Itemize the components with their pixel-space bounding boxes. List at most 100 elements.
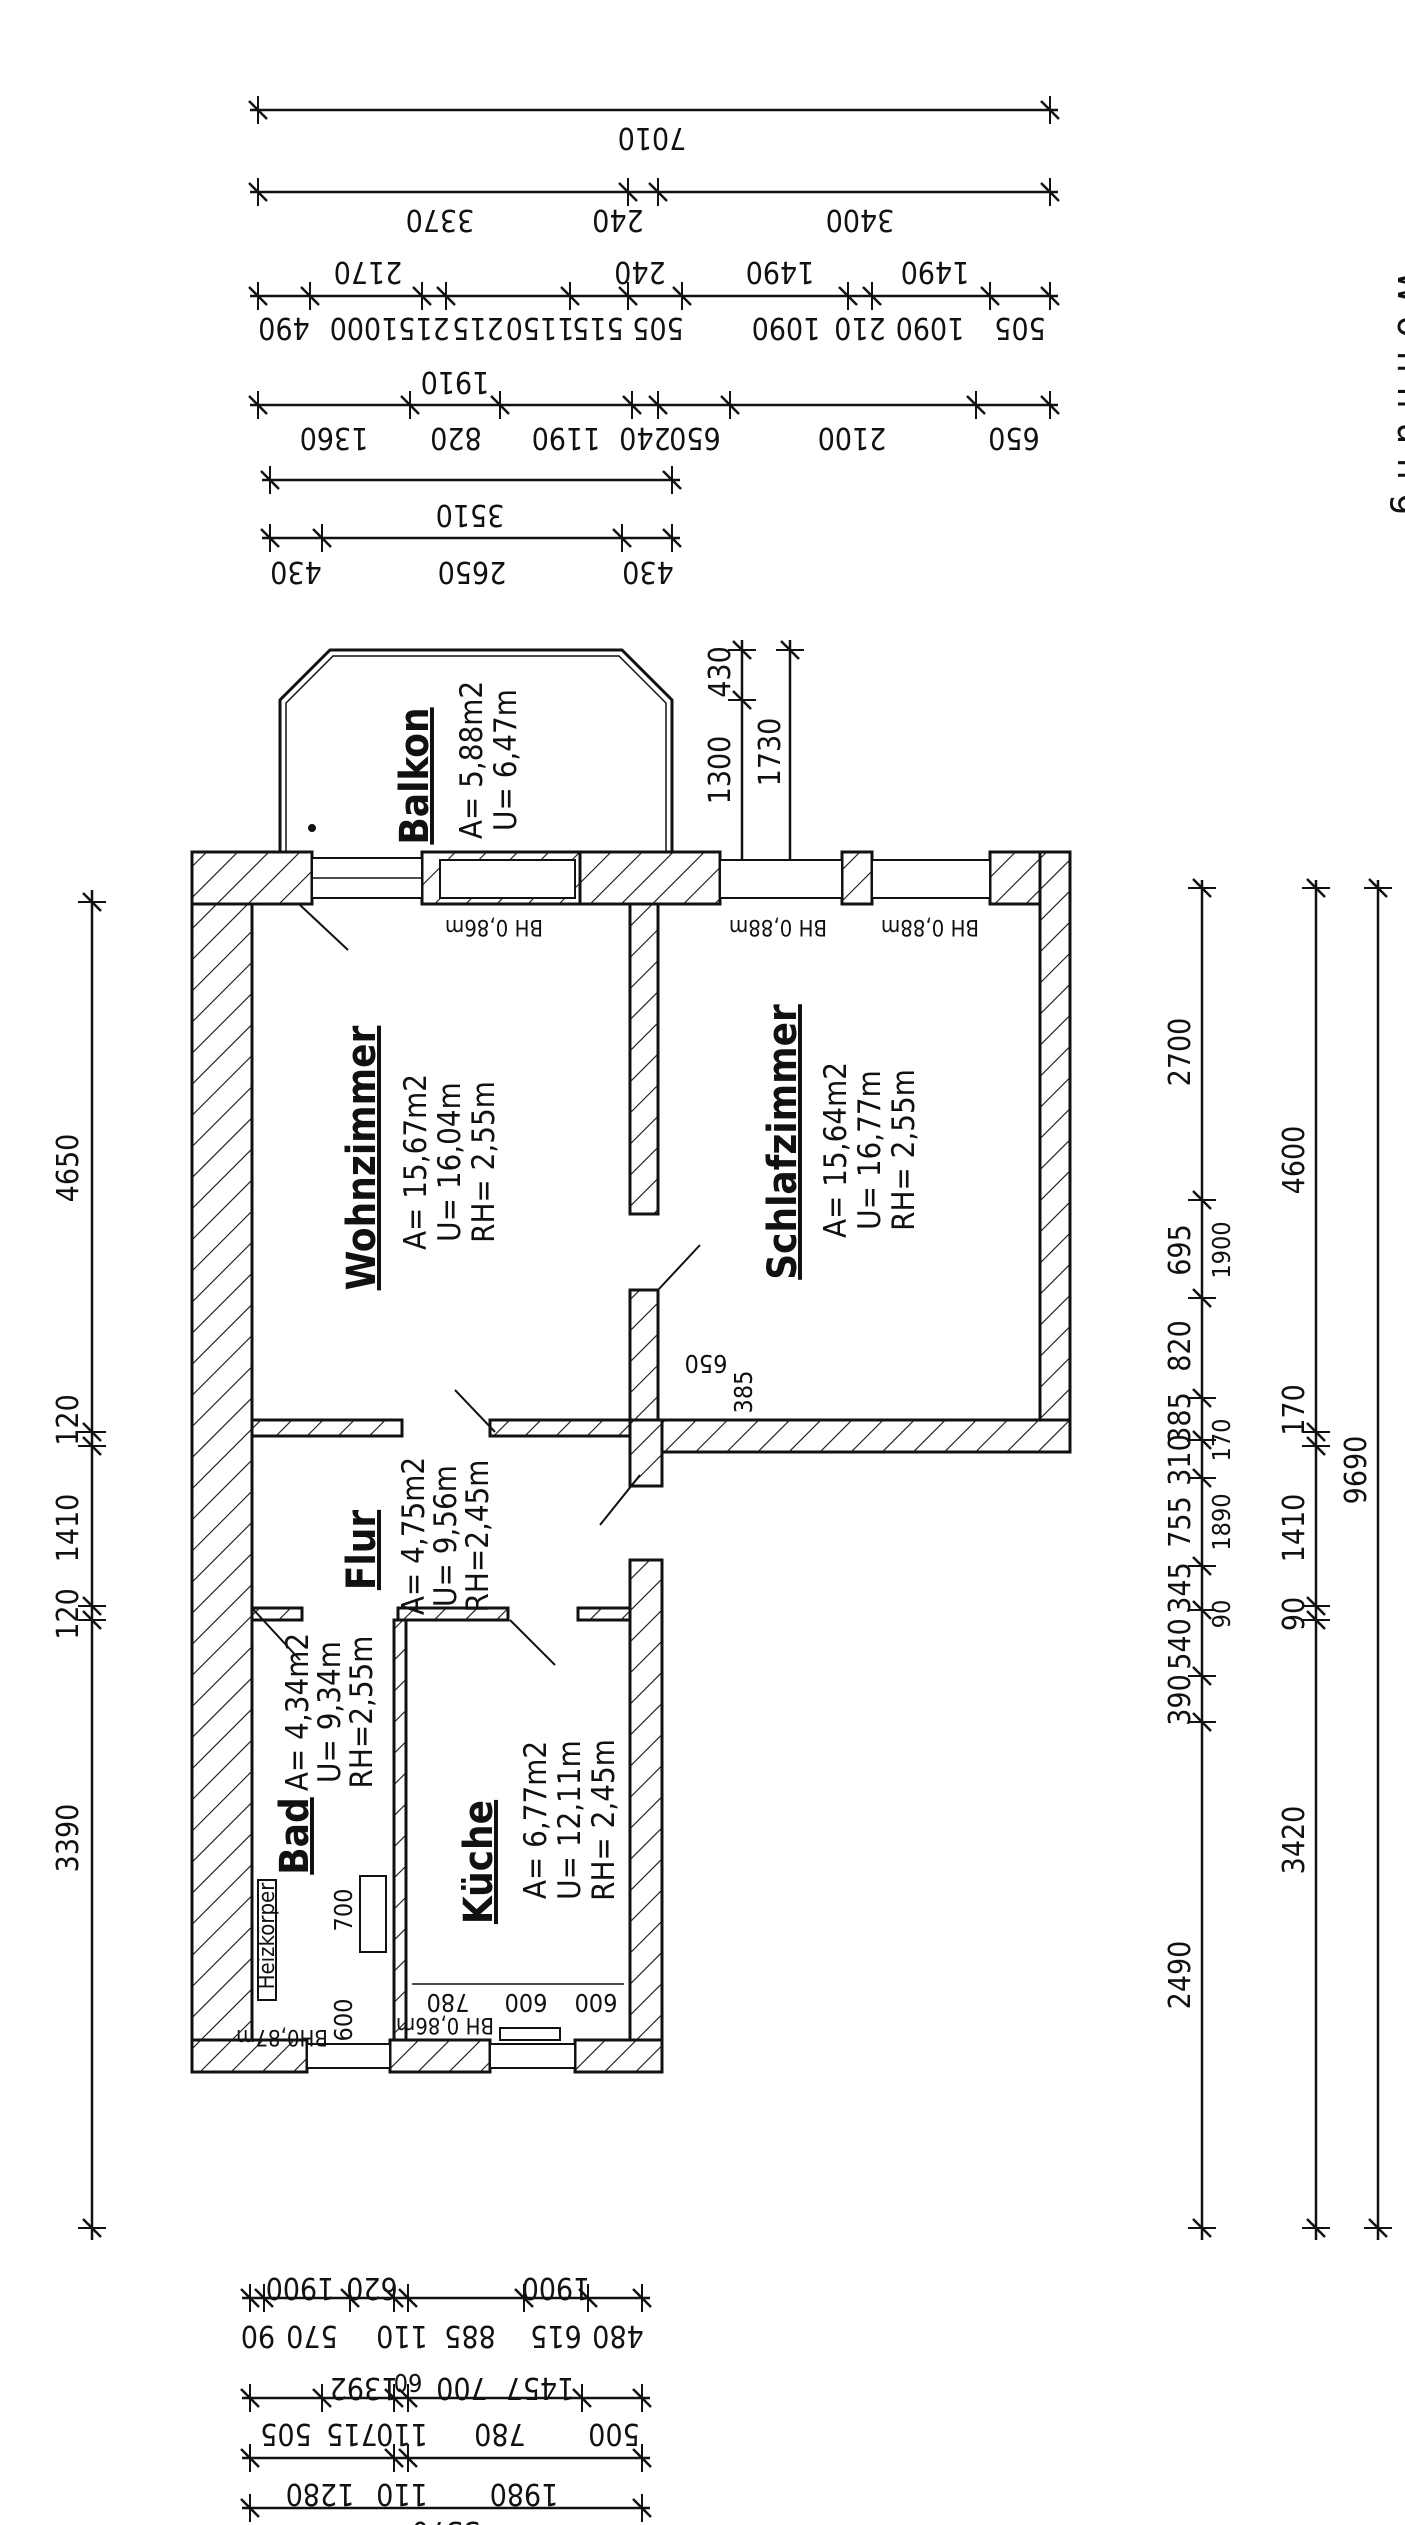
dim-top-1150: 1150 bbox=[506, 310, 575, 345]
bh-schlafzimmer-1: BH 0,88m bbox=[729, 914, 827, 939]
edge-text: Wohnung bbox=[1389, 271, 1405, 530]
dim-right-4600: 4600 bbox=[1277, 1126, 1312, 1195]
kueche-height: RH= 2,45m bbox=[586, 1739, 622, 1901]
dim-right-385: 385 bbox=[1163, 1392, 1198, 1444]
dim-balkon-1730: 1730 bbox=[753, 718, 788, 787]
dim-left-120b: 120 bbox=[51, 1588, 86, 1640]
dim-bot-1392: 1392 bbox=[330, 2370, 399, 2405]
kueche-dim-600a: 600 bbox=[505, 1988, 548, 2017]
dim-top-430a: 430 bbox=[270, 554, 322, 589]
schlafzimmer-perimeter: U= 16,77m bbox=[852, 1070, 888, 1230]
dim-bot-1900a: 1900 bbox=[266, 2270, 335, 2305]
wohnzimmer-perimeter: U= 16,04m bbox=[432, 1082, 468, 1242]
dim-right-310: 310 bbox=[1163, 1434, 1198, 1486]
dim-right-3420: 3420 bbox=[1277, 1806, 1312, 1875]
dim-top-215b: 215 bbox=[452, 310, 504, 345]
dim-right-345: 345 bbox=[1163, 1562, 1198, 1614]
dim-bot-1457: 1457 bbox=[506, 2370, 575, 2405]
schlafzimmer-height: RH= 2,55m bbox=[886, 1069, 922, 1231]
left-dimensions: 4650 120 1410 120 3390 bbox=[51, 890, 108, 2240]
dim-left-4650: 4650 bbox=[51, 1134, 86, 1203]
bottom-dimensions: 90 570 110 885 615 480 1900 620 1900 505… bbox=[239, 2270, 653, 2525]
dim-top-240c: 240 bbox=[619, 420, 671, 455]
flur-name: Flur bbox=[339, 1510, 385, 1591]
dim-top-430b: 430 bbox=[622, 554, 674, 589]
balkon-area: A= 5,88m2 bbox=[454, 681, 490, 839]
dim-top-820: 820 bbox=[430, 420, 482, 455]
dim-right-540: 540 bbox=[1163, 1618, 1198, 1670]
bad-area: A= 4,34m2 bbox=[280, 1633, 316, 1791]
kueche-dim-600b: 600 bbox=[575, 1988, 618, 2017]
dim-bot-615: 615 bbox=[530, 2318, 582, 2353]
wohnzimmer-area: A= 15,67m2 bbox=[398, 1074, 434, 1250]
balkon-perimeter: U= 6,47m bbox=[488, 689, 524, 831]
dim-top-2650: 2650 bbox=[438, 554, 507, 589]
kueche-name: Küche bbox=[456, 1800, 502, 1924]
dim-right-1890: 1890 bbox=[1207, 1493, 1236, 1550]
dim-top-1000: 1000 bbox=[330, 310, 399, 345]
dim-right-170b: 170 bbox=[1277, 1384, 1312, 1436]
dim-bot-480: 480 bbox=[592, 2318, 644, 2353]
flur-perimeter: U= 9,56m bbox=[428, 1465, 464, 1607]
dim-top-490: 490 bbox=[258, 310, 310, 345]
flur-height: RH=2,45m bbox=[460, 1460, 496, 1613]
flur-dim-650: 650 bbox=[685, 1349, 728, 1378]
dim-right-695: 695 bbox=[1163, 1224, 1198, 1276]
windows bbox=[306, 857, 991, 2069]
dim-top-215a: 215 bbox=[398, 310, 450, 345]
dim-top-1490b: 1490 bbox=[901, 254, 970, 289]
dim-right-2490: 2490 bbox=[1163, 1941, 1198, 2010]
dim-bot-1900b: 1900 bbox=[522, 2270, 591, 2305]
dim-right-820: 820 bbox=[1163, 1320, 1198, 1372]
dim-bot-505: 505 bbox=[260, 2416, 312, 2451]
dim-top-650b: 650 bbox=[988, 420, 1040, 455]
dim-bot-1280: 1280 bbox=[286, 2476, 355, 2511]
kueche-dim-780: 780 bbox=[427, 1988, 470, 2017]
top-dimensions: 7010 3370 240 3400 490 1000 215 215 1150… bbox=[247, 94, 1061, 860]
dim-bot-500: 500 bbox=[588, 2416, 640, 2451]
right-dimensions: 2700 695 820 385 310 755 345 540 390 249… bbox=[1163, 877, 1394, 2240]
dim-bot-110a: 110 bbox=[376, 2318, 428, 2353]
dim-bot-1980: 1980 bbox=[490, 2476, 559, 2511]
dim-top-7010: 7010 bbox=[618, 120, 687, 155]
balkon-name: Balkon bbox=[392, 707, 438, 844]
dim-top-505a: 505 bbox=[632, 310, 684, 345]
dim-right-9690: 9690 bbox=[1339, 1436, 1374, 1505]
dim-top-1910: 1910 bbox=[421, 364, 490, 399]
dim-top-210: 210 bbox=[834, 310, 886, 345]
dim-bot-715: 715 bbox=[326, 2416, 378, 2451]
dim-left-1410: 1410 bbox=[51, 1494, 86, 1563]
dim-top-505b: 505 bbox=[994, 310, 1046, 345]
bad-perimeter: U= 9,34m bbox=[312, 1641, 348, 1783]
bad-height: RH=2,55m bbox=[344, 1636, 380, 1789]
dim-right-1900: 1900 bbox=[1207, 1221, 1236, 1278]
kueche: Küche A= 6,77m2 U= 12,11m RH= 2,45m 780 … bbox=[396, 1739, 624, 2037]
bad-dim-700: 700 bbox=[329, 1889, 358, 1932]
bh-kueche: BH 0,86m bbox=[396, 2012, 494, 2037]
dim-top-240b: 240 bbox=[614, 254, 666, 289]
flur-area: A= 4,75m2 bbox=[396, 1457, 432, 1615]
dim-top-2100: 2100 bbox=[818, 420, 887, 455]
schlafzimmer-area: A= 15,64m2 bbox=[818, 1062, 854, 1238]
dim-balkon-1300: 1300 bbox=[703, 736, 738, 805]
bad-name: Bad bbox=[272, 1797, 318, 1874]
dim-right-90a: 90 bbox=[1207, 1600, 1236, 1629]
bh-bad: BH0,87m bbox=[236, 2024, 328, 2049]
bh-schlafzimmer-2: BH 0,88m bbox=[881, 914, 979, 939]
dim-top-2170: 2170 bbox=[334, 254, 403, 289]
dim-bot-700: 700 bbox=[436, 2370, 488, 2405]
dim-top-1090a: 1090 bbox=[752, 310, 821, 345]
bad-dim-600: 600 bbox=[329, 1999, 358, 2042]
dim-left-120a: 120 bbox=[51, 1394, 86, 1446]
dim-bot-620: 620 bbox=[346, 2270, 398, 2305]
dim-balkon-430: 430 bbox=[703, 646, 738, 698]
dim-bot-60: 60 bbox=[394, 2368, 423, 2397]
flur-dim-385: 385 bbox=[729, 1371, 758, 1414]
dim-bot-780: 780 bbox=[474, 2416, 526, 2451]
dim-left-3390: 3390 bbox=[51, 1804, 86, 1873]
wohnzimmer-height: RH= 2,55m bbox=[466, 1081, 502, 1243]
dim-bot-885: 885 bbox=[444, 2318, 496, 2353]
dim-bot-3370: 3370 bbox=[412, 2514, 481, 2525]
dim-top-1090b: 1090 bbox=[896, 310, 965, 345]
dim-top-240: 240 bbox=[592, 202, 644, 237]
